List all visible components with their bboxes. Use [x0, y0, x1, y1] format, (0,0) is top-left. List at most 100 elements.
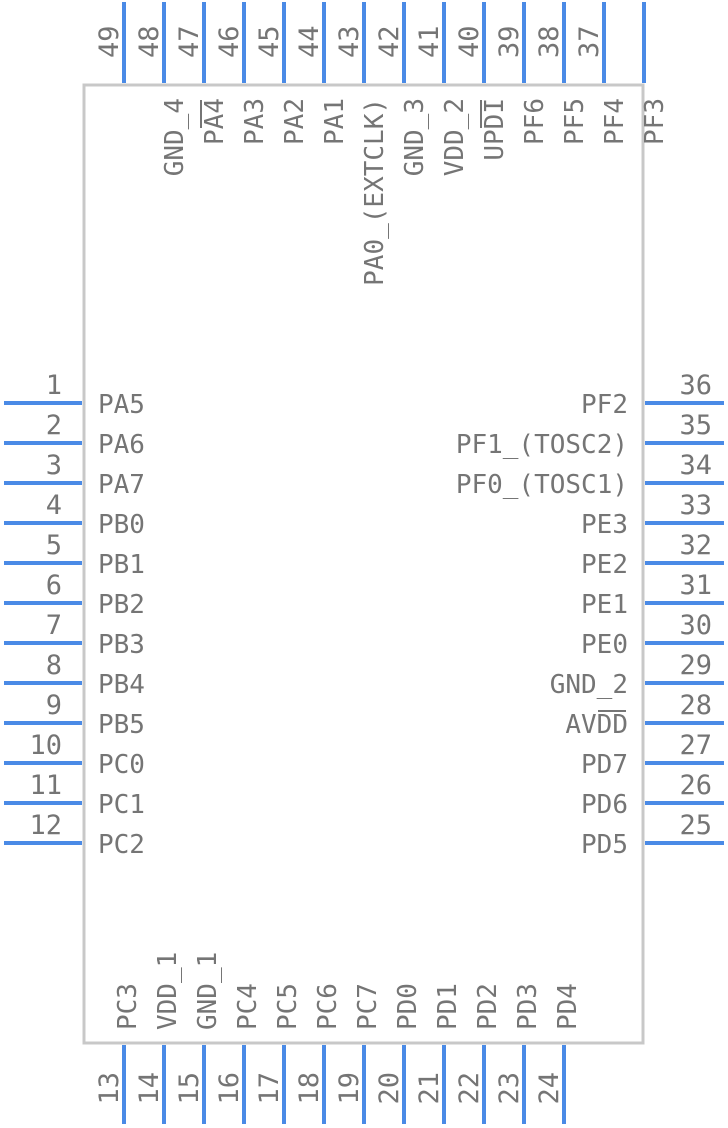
pin-42-label: GND_3 — [400, 98, 430, 176]
pin-43-number: 43 — [334, 25, 365, 58]
pin-top-13-label: PF3 — [640, 98, 670, 145]
pin-6-label: PB2 — [98, 590, 145, 620]
pin-17-number: 17 — [254, 1072, 285, 1105]
pin-25-number: 25 — [679, 810, 712, 841]
pin-16-label: PC4 — [233, 983, 263, 1030]
pin-7-number: 7 — [46, 610, 62, 641]
pin-35-number: 35 — [679, 410, 712, 441]
pin-38-label: PF5 — [560, 98, 590, 145]
pin-14-label: VDD_1 — [153, 952, 183, 1030]
chip-body — [82, 83, 645, 1045]
pin-27-label: PD7 — [581, 750, 628, 780]
pin-34-label: PF0_(TOSC1) — [456, 470, 628, 500]
pin-10-number: 10 — [29, 730, 62, 761]
pin-38-number: 38 — [534, 25, 565, 58]
pin-22-number: 22 — [454, 1072, 485, 1105]
pin-17-label: PC5 — [273, 983, 303, 1030]
pin-24-number: 24 — [534, 1072, 565, 1105]
pin-5-label: PB1 — [98, 550, 145, 580]
pin-31-number: 31 — [679, 570, 712, 601]
pin-4-number: 4 — [46, 490, 62, 521]
pin-48-number: 48 — [134, 25, 165, 58]
pin-23-number: 23 — [494, 1072, 525, 1105]
pin-12-label: PC2 — [98, 830, 145, 860]
pin-47-label: PA4 — [200, 98, 230, 145]
pin-13-label: PC3 — [113, 983, 143, 1030]
pin-9-number: 9 — [46, 690, 62, 721]
pin-29-label: GND_2 — [550, 670, 628, 700]
pin-22-label: PD2 — [473, 983, 503, 1030]
pin-26-label: PD6 — [581, 790, 628, 820]
pin-8-label: PB4 — [98, 670, 145, 700]
pin-43-label: PA0_(EXTCLK) — [360, 98, 390, 286]
pin-2-number: 2 — [46, 410, 62, 441]
pin-10-label: PC0 — [98, 750, 145, 780]
pin-25-label: PD5 — [581, 830, 628, 860]
pin-23-label: PD3 — [513, 983, 543, 1030]
pin-49-number: 49 — [94, 25, 125, 58]
pin-28-number: 28 — [679, 690, 712, 721]
pin-7-label: PB3 — [98, 630, 145, 660]
pin-28-label: AVDD — [565, 710, 628, 740]
pin-14-number: 14 — [134, 1072, 165, 1105]
pin-11-label: PC1 — [98, 790, 145, 820]
pin-15-number: 15 — [174, 1072, 205, 1105]
pin-9-label: PB5 — [98, 710, 145, 740]
pin-45-label: PA2 — [280, 98, 310, 145]
pin-39-number: 39 — [494, 25, 525, 58]
pin-21-label: PD1 — [433, 983, 463, 1030]
pin-30-number: 30 — [679, 610, 712, 641]
pin-3-label: PA7 — [98, 470, 145, 500]
pin-36-number: 36 — [679, 370, 712, 401]
pin-33-number: 33 — [679, 490, 712, 521]
pin-19-label: PC7 — [353, 983, 383, 1030]
pin-11-number: 11 — [29, 770, 62, 801]
pin-30-label: PE0 — [581, 630, 628, 660]
pin-41-label: VDD_2 — [440, 98, 470, 176]
pin-19-number: 19 — [334, 1072, 365, 1105]
pin-42-number: 42 — [374, 25, 405, 58]
pin-35-label: PF1_(TOSC2) — [456, 430, 628, 460]
pin-16-number: 16 — [214, 1072, 245, 1105]
pin-40-label: UPDI — [480, 98, 510, 161]
pin-5-number: 5 — [46, 530, 62, 561]
pin-46-label: PA3 — [240, 98, 270, 145]
pin-47-number: 47 — [174, 25, 205, 58]
pin-45-number: 45 — [254, 25, 285, 58]
pin-44-label: PA1 — [320, 98, 350, 145]
pin-6-number: 6 — [46, 570, 62, 601]
pin-32-number: 32 — [679, 530, 712, 561]
pin-15-label: GND_1 — [193, 952, 223, 1030]
pin-31-label: PE1 — [581, 590, 628, 620]
pin-4-label: PB0 — [98, 510, 145, 540]
pin-1-label: PA5 — [98, 390, 145, 420]
pin-33-label: PE3 — [581, 510, 628, 540]
pin-44-number: 44 — [294, 25, 325, 58]
pin-18-label: PC6 — [313, 983, 343, 1030]
pin-24-label: PD4 — [553, 983, 583, 1030]
pin-18-number: 18 — [294, 1072, 325, 1105]
pin-41-number: 41 — [414, 25, 445, 58]
pin-8-number: 8 — [46, 650, 62, 681]
pin-39-label: PF6 — [520, 98, 550, 145]
pin-20-number: 20 — [374, 1072, 405, 1105]
pin-13-number: 13 — [94, 1072, 125, 1105]
pin-37-number: 37 — [574, 25, 605, 58]
pin-34-number: 34 — [679, 450, 712, 481]
pin-32-label: PE2 — [581, 550, 628, 580]
pin-21-number: 21 — [414, 1072, 445, 1105]
pin-29-number: 29 — [679, 650, 712, 681]
pin-46-number: 46 — [214, 25, 245, 58]
pin-3-number: 3 — [46, 450, 62, 481]
pin-40-number: 40 — [454, 25, 485, 58]
pin-36-label: PF2 — [581, 390, 628, 420]
pin-1-number: 1 — [46, 370, 62, 401]
pin-2-label: PA6 — [98, 430, 145, 460]
pin-27-number: 27 — [679, 730, 712, 761]
pin-20-label: PD0 — [393, 983, 423, 1030]
pin-48-label: GND_4 — [160, 98, 190, 176]
pin-12-number: 12 — [29, 810, 62, 841]
pin-37-label: PF4 — [600, 98, 630, 145]
